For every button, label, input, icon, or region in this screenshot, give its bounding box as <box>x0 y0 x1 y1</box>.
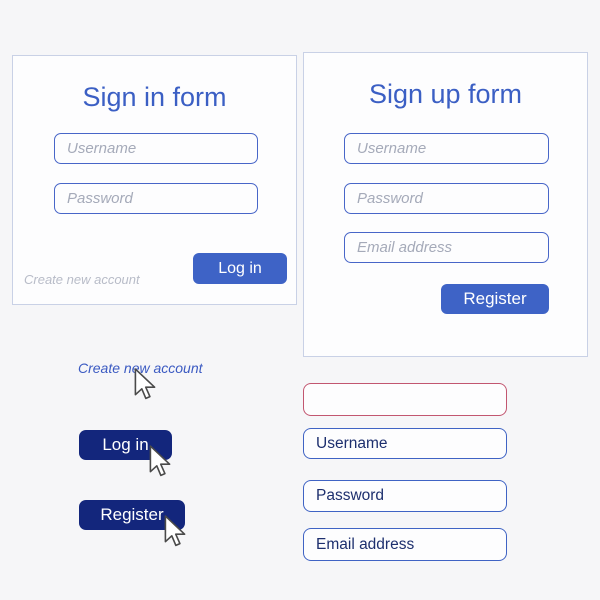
signin-username-input[interactable] <box>54 133 258 164</box>
username-filled-input[interactable] <box>303 428 507 459</box>
signin-create-account-link[interactable]: Create new account <box>24 272 140 287</box>
signin-login-button[interactable]: Log in <box>193 253 287 284</box>
signup-register-button[interactable]: Register <box>441 284 549 314</box>
sign-in-form-card: Sign in form Create new account Log in <box>12 55 297 305</box>
sign-up-title: Sign up form <box>368 79 523 109</box>
sign-in-title: Sign in form <box>82 82 227 112</box>
sign-up-form-card: Sign up form Register <box>303 52 588 357</box>
create-account-link-component[interactable]: Create new account <box>78 360 203 376</box>
register-button-component[interactable]: Register <box>79 500 185 530</box>
login-button-component[interactable]: Log in <box>79 430 172 460</box>
email-filled-input[interactable] <box>303 528 507 561</box>
password-filled-input[interactable] <box>303 480 507 512</box>
signup-password-input[interactable] <box>344 183 549 214</box>
signin-password-input[interactable] <box>54 183 258 214</box>
signup-username-input[interactable] <box>344 133 549 164</box>
signup-email-input[interactable] <box>344 232 549 263</box>
error-state-input[interactable] <box>303 383 507 416</box>
